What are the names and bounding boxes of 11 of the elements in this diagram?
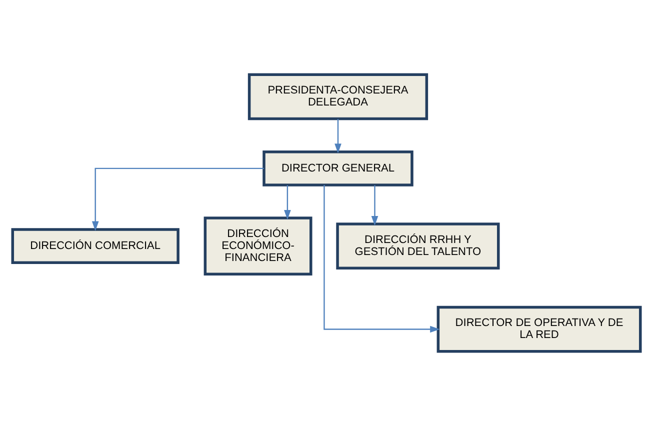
arrow (284, 184, 291, 220)
arrow (334, 118, 342, 153)
arrow (92, 167, 264, 231)
arrow (324, 184, 440, 332)
node-box: DIRECTOR GENERAL (262, 150, 414, 186)
node-box: DIRECCIÓN RRHH Y GESTIÓN DEL TALENTO (336, 222, 500, 270)
node-box: DIRECCIÓN ECONÓMICO-FINANCIERA (204, 216, 312, 275)
node-box: DIRECCIÓN COMERCIAL (11, 228, 180, 264)
arrow (371, 184, 378, 226)
node-box: PRESIDENTA-CONSEJERA DELEGADA (248, 72, 428, 120)
node-box: DIRECTOR DE OPERATIVA Y DE LA RED (436, 305, 642, 352)
